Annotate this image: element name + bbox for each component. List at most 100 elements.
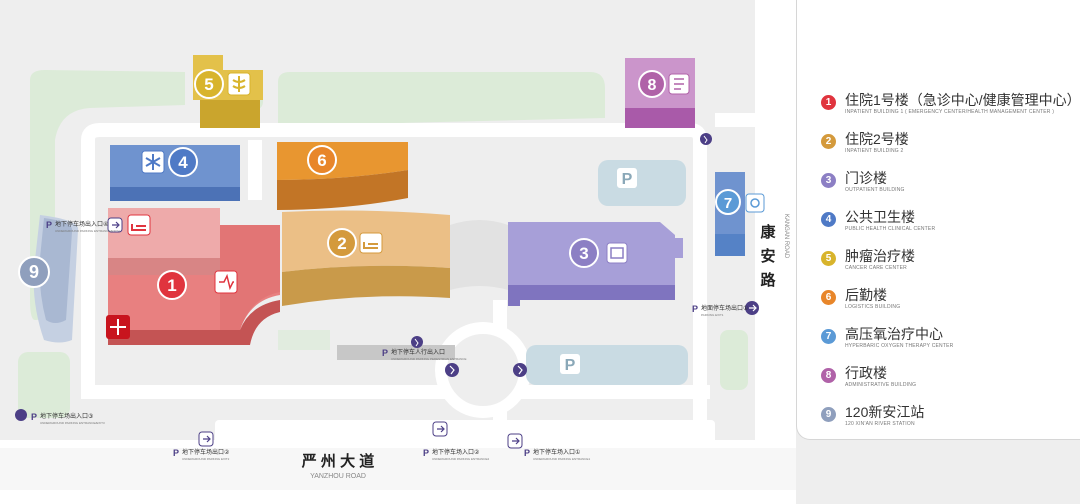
parking-entrance-2-en: UNDERGROUND PARKING ENTRANCE2 [432, 457, 489, 461]
legend-item-2[interactable]: 2 住院2号楼 INPATIENT BUILDING 2 [797, 131, 1080, 170]
legend-item-7-zh: 高压氧治疗中心 [845, 326, 943, 342]
legend-item-2-zh: 住院2号楼 [845, 131, 909, 147]
legend-item-3-en: OUTPATIENT BUILDING [845, 187, 905, 193]
hospital-bed-icon-1 [127, 214, 151, 236]
exit-icon-4 [107, 217, 123, 233]
badge-9[interactable]: 9 [18, 256, 50, 288]
parking-entrance-2-zh: 地下停车场入口② [432, 448, 480, 456]
badge-3-label: 3 [579, 244, 588, 263]
pedestrian-icon-2 [445, 363, 459, 377]
badge-5[interactable]: 5 [194, 69, 224, 99]
badge-6[interactable]: 6 [307, 145, 337, 175]
parking-p-entrance-1: P [524, 448, 530, 458]
building-2-bridge [450, 220, 508, 290]
building-9 [39, 218, 73, 323]
badge-8-label: 8 [648, 77, 657, 94]
kangan-road [755, 0, 796, 440]
parking-p-exit-1: P [692, 304, 698, 314]
legend-num-3: 3 [821, 173, 836, 188]
legend-num-2: 2 [821, 134, 836, 149]
badge-4-label: 4 [178, 153, 188, 172]
kangan-road-char-3: 路 [760, 271, 776, 289]
health-check-icon [214, 270, 238, 294]
parking-p-3: P [31, 412, 37, 422]
legend-item-1-en: INPATIENT BUILDING 1 ( EMERGENCY CENTER/… [845, 109, 1055, 115]
legend-num-9: 9 [821, 407, 836, 422]
legend-item-6-en: LOGISTICS BUILDING [845, 304, 901, 310]
badge-7[interactable]: 7 [715, 189, 741, 215]
kangan-road-char-1: 康 [760, 223, 776, 241]
building-1-top [108, 208, 220, 258]
entrance-icon-3 [15, 409, 27, 421]
pedestrian-icon-3 [513, 363, 527, 377]
legend-item-8-zh: 行政楼 [845, 365, 887, 381]
legend-item-7[interactable]: 7 高压氧治疗中心 HYPERBARIC OXYGEN THERAPY CENT… [797, 326, 1080, 365]
legend-item-4-en: PUBLIC HEALTH CLINICAL CENTER [845, 226, 936, 232]
legend-num-5: 5 [821, 251, 836, 266]
emergency-icon [106, 315, 130, 339]
entrance-icon-1 [507, 433, 523, 449]
legend-item-6[interactable]: 6 后勤楼 LOGISTICS BUILDING [797, 287, 1080, 326]
parking-letter-1: P [622, 171, 633, 188]
parking-entrance-exit-4-en: UNDERGROUND PARKING ENTRANCE/EXIT4 [55, 229, 120, 233]
legend-item-5[interactable]: 5 肿瘤治疗楼 CANCER CARE CENTER [797, 248, 1080, 287]
badge-1[interactable]: 1 [157, 270, 187, 300]
parking-exit-1-en: PARKING EXIT1 [701, 313, 724, 317]
building-3-wing [675, 238, 683, 258]
medical-caduceus-icon [227, 72, 251, 96]
parking-entrance-exit-4-zh: 地下停车场出入口④ [55, 220, 108, 228]
parking-icon-1 [617, 168, 637, 188]
kangan-road-char-2: 安 [760, 247, 775, 265]
legend-item-5-en: CANCER CARE CENTER [845, 265, 907, 271]
parking-p-entrance-2: P [423, 448, 429, 458]
exit-icon-1 [745, 301, 759, 315]
legend-num-4: 4 [821, 212, 836, 227]
parking-labels: P 地下停车场出入口④ UNDERGROUND PARKING ENTRANCE… [31, 220, 748, 461]
parking-entrance-1-en: UNDERGROUND PARKING ENTRANCE1 [533, 457, 590, 461]
legend-item-9[interactable]: 9 120新安江站 120 XIN'AN RIVER STATION [797, 404, 1080, 443]
pedestrian-entrance-en: UNDERGROUND PARKING PEDESTRIAN ENTRANCE [391, 357, 466, 361]
legend-item-1-zh: 住院1号楼（急诊中心/健康管理中心） [845, 92, 1080, 108]
parking-lot-2 [526, 345, 688, 385]
parking-p-pedestrian: P [382, 348, 388, 358]
badge-2-label: 2 [337, 234, 346, 253]
legend-item-9-zh: 120新安江站 [845, 404, 925, 420]
parking-icon-2 [560, 354, 580, 374]
legend-item-1[interactable]: 1 住院1号楼（急诊中心/健康管理中心） INPATIENT BUILDING … [797, 92, 1080, 131]
document-icon [668, 73, 690, 95]
building-1-side [108, 300, 280, 345]
parking-exit-2-en: UNDERGROUND PARKING EXIT2 [182, 457, 230, 461]
badge-3[interactable]: 3 [569, 238, 599, 268]
building-3-side [508, 285, 675, 306]
building-5-base [200, 100, 260, 128]
yanzhou-road-zh: 严 州 大 道 [301, 452, 375, 470]
parking-entrance-exit-3-en: UNDERGROUND PARKING ENTRANCE/EXIT3 [40, 421, 105, 425]
legend-item-4-zh: 公共卫生楼 [845, 209, 915, 225]
kangan-road-en: KANGAN ROAD [783, 214, 789, 259]
parking-exit-2-zh: 地下停车场出口② [182, 448, 230, 456]
yanzhou-road-en: YANZHOU ROAD [310, 473, 366, 480]
legend-item-5-zh: 肿瘤治疗楼 [845, 248, 915, 264]
parking-letter-2: P [565, 357, 576, 374]
badge-6-label: 6 [317, 151, 326, 170]
pedestrian-icon-4 [700, 133, 712, 145]
badge-4[interactable]: 4 [168, 147, 198, 177]
building-2-side [282, 265, 450, 306]
legend-item-9-en: 120 XIN'AN RIVER STATION [845, 421, 915, 427]
legend-item-3-zh: 门诊楼 [845, 170, 887, 186]
building-legend: 1 住院1号楼（急诊中心/健康管理中心） INPATIENT BUILDING … [796, 0, 1080, 440]
legend-num-6: 6 [821, 290, 836, 305]
badge-2[interactable]: 2 [327, 228, 357, 258]
parking-entrance-1-zh: 地下停车场入口① [533, 448, 580, 456]
building-6-side [277, 170, 408, 210]
badge-8[interactable]: 8 [638, 70, 666, 98]
legend-item-3[interactable]: 3 门诊楼 OUTPATIENT BUILDING [797, 170, 1080, 209]
parking-exit-1-zh: 地面停车场出口① [701, 304, 748, 312]
legend-item-7-en: HYPERBARIC OXYGEN THERAPY CENTER [845, 343, 954, 349]
campus-map: P P 1 2 3 4 5 6 7 8 9 P 地下停车场 [0, 0, 796, 504]
legend-item-8[interactable]: 8 行政楼 ADMINISTRATIVE BUILDING [797, 365, 1080, 404]
badge-7-label: 7 [724, 195, 732, 212]
exit-icon-parking-2 [198, 431, 214, 447]
legend-item-4[interactable]: 4 公共卫生楼 PUBLIC HEALTH CLINICAL CENTER [797, 209, 1080, 248]
front-plaza [215, 420, 715, 448]
